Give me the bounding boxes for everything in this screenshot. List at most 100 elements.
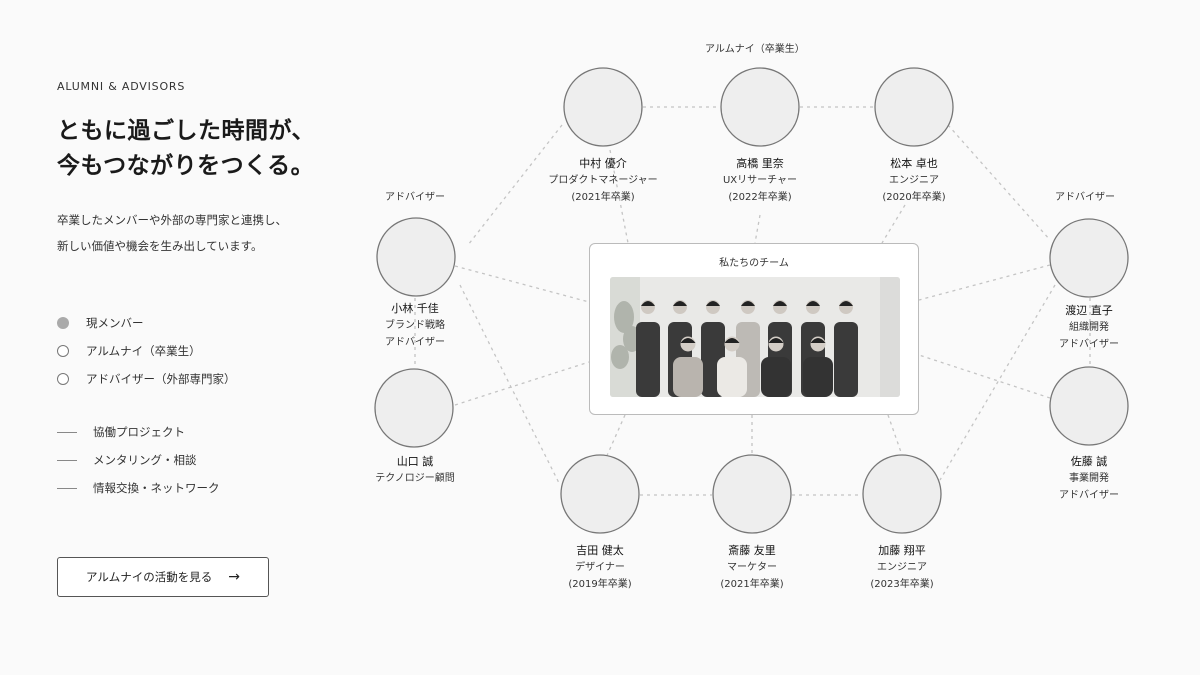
alumni-activity-button[interactable]: アルムナイの活動を見る → (57, 557, 269, 597)
person-role: マーケター (727, 562, 777, 573)
person-name: 斎藤 友里 (728, 544, 776, 557)
person-card-nakamura[interactable]: 中村 優介 プロダクトマネージャー (2021年卒業) (533, 155, 673, 206)
person-role: デザイナー (575, 562, 625, 573)
hollow-dot-icon (57, 373, 69, 385)
person-card-takahashi[interactable]: 高橋 里奈 UXリサーチャー (2022年卒業) (690, 155, 830, 206)
arrow-right-icon: → (228, 569, 240, 585)
cta-label: アルムナイの活動を見る (86, 570, 213, 584)
intro-panel: ALUMNI & ADVISORS ともに過ごした時間が、 今もつながりをつくる… (57, 0, 357, 675)
person-role: プロダクトマネージャー (548, 175, 658, 186)
group-label-alumni: アルムナイ（卒業生） (705, 44, 805, 55)
headline-line-1: ともに過ごした時間が、 (57, 118, 316, 144)
legend-label: アドバイザー（外部専門家） (86, 372, 236, 386)
connection-line (609, 149, 629, 244)
person-role: UXリサーチャー (722, 175, 798, 186)
avatar-kato[interactable] (862, 454, 942, 552)
avatar-group (374, 67, 1129, 552)
connection-line (454, 265, 590, 303)
person-card-kato[interactable]: 加藤 翔平 エンジニア (2023年卒業) (832, 542, 972, 593)
legend-item-advisor: アドバイザー（外部専門家） (57, 365, 236, 393)
person-year: (2021年卒業) (720, 579, 784, 590)
avatar-yoshida[interactable] (560, 454, 640, 552)
avatar-yamaguchi[interactable] (374, 368, 454, 466)
line-icon (57, 487, 77, 489)
legend-label: アルムナイ（卒業生） (86, 344, 201, 358)
section-eyebrow: ALUMNI & ADVISORS (57, 80, 186, 93)
person-year: (2021年卒業) (571, 192, 635, 203)
line-icon (57, 459, 77, 461)
intro-description: 卒業したメンバーや外部の専門家と連携し、 新しい価値や機会を生み出しています。 (57, 207, 287, 259)
connection-line (939, 284, 1056, 481)
headline-line-2: 今もつながりをつくる。 (57, 153, 315, 179)
team-member-figure (761, 336, 791, 397)
person-year: アドバイザー (1059, 490, 1119, 501)
avatar-takahashi[interactable] (720, 67, 800, 165)
avatar-matsumoto[interactable] (874, 67, 954, 165)
person-name: 山口 誠 (396, 455, 434, 468)
desc-line-2: 新しい価値や機会を生み出しています。 (57, 239, 263, 253)
relation-label: 協働プロジェクト (93, 425, 185, 439)
team-member-figure (717, 336, 747, 397)
relation-legend: 協働プロジェクト メンタリング・相談 情報交換・ネットワーク (57, 418, 220, 502)
person-card-yamaguchi[interactable]: 山口 誠 テクノロジー顧問 (345, 453, 485, 487)
person-name: 佐藤 誠 (1070, 455, 1108, 468)
person-card-saito[interactable]: 斎藤 友里 マーケター (2021年卒業) (682, 542, 822, 593)
person-name: 渡辺 直子 (1065, 304, 1113, 317)
person-role: エンジニア (889, 175, 939, 186)
person-name: 松本 卓也 (890, 157, 938, 170)
connection-line (918, 354, 1051, 399)
avatar-watanabe[interactable] (1049, 218, 1129, 316)
page-headline: ともに過ごした時間が、 今もつながりをつくる。 (57, 114, 315, 184)
person-year: アドバイザー (1059, 339, 1119, 350)
group-label-advisor-left: アドバイザー (385, 192, 445, 203)
connection-lines (414, 106, 1091, 496)
connection-line (459, 284, 561, 486)
connection-line (467, 124, 563, 246)
avatar-saito[interactable] (712, 454, 792, 552)
person-name: 中村 優介 (579, 157, 627, 170)
team-member-figure (834, 300, 858, 397)
person-card-kobayashi[interactable]: 小林 千佳 ブランド戦略 アドバイザー (345, 300, 485, 351)
person-role: テクノロジー顧問 (375, 473, 455, 484)
person-role: 組織開発 (1069, 322, 1109, 333)
relation-label: メンタリング・相談 (93, 453, 197, 467)
legend-item-current: 現メンバー (57, 309, 236, 337)
legend-label: 現メンバー (86, 316, 144, 330)
team-card-title: 私たちのチーム (719, 258, 789, 269)
avatar-kobayashi[interactable] (376, 217, 456, 315)
person-card-sato[interactable]: 佐藤 誠 事業開発 アドバイザー (1019, 453, 1159, 504)
filled-dot-icon (57, 317, 69, 329)
person-card-matsumoto[interactable]: 松本 卓也 エンジニア (2020年卒業) (844, 155, 984, 206)
person-name: 吉田 健太 (576, 544, 624, 557)
team-card[interactable]: 私たちのチーム (589, 243, 919, 415)
person-year: (2023年卒業) (870, 579, 934, 590)
hollow-dot-icon (57, 345, 69, 357)
team-photo-illustration (610, 277, 900, 397)
line-icon (57, 431, 77, 433)
team-photo (610, 277, 900, 397)
relation-item-mentoring: メンタリング・相談 (57, 446, 220, 474)
person-card-watanabe[interactable]: 渡辺 直子 組織開発 アドバイザー (1019, 302, 1159, 353)
connection-line (881, 204, 906, 244)
relation-item-exchange: 情報交換・ネットワーク (57, 474, 220, 502)
connection-line (604, 414, 626, 461)
desc-line-1: 卒業したメンバーや外部の専門家と連携し、 (57, 213, 287, 227)
person-role: ブランド戦略 (385, 320, 445, 331)
member-legend: 現メンバー アルムナイ（卒業生） アドバイザー（外部専門家） (57, 309, 236, 393)
person-year: (2020年卒業) (882, 192, 946, 203)
group-label-advisor-right: アドバイザー (1055, 192, 1115, 203)
person-name: 高橋 里奈 (736, 157, 784, 170)
person-role: エンジニア (877, 562, 927, 573)
person-role: 事業開発 (1069, 473, 1109, 484)
person-card-yoshida[interactable]: 吉田 健太 デザイナー (2019年卒業) (530, 542, 670, 593)
avatar-sato[interactable] (1049, 366, 1129, 464)
team-member-figure (673, 336, 703, 397)
person-name: 加藤 翔平 (878, 544, 926, 557)
team-member-figure (803, 336, 833, 397)
relation-label: 情報交換・ネットワーク (93, 481, 220, 495)
connection-line (918, 264, 1051, 301)
avatar-nakamura[interactable] (563, 67, 643, 165)
connection-line (454, 361, 590, 406)
connection-line (887, 414, 903, 456)
